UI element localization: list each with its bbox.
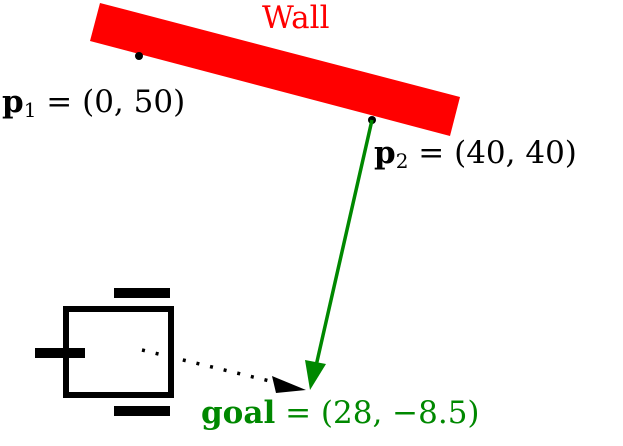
robot: [35, 288, 174, 416]
p1-value: = (0, 50): [36, 84, 186, 120]
goal-value: = (28, −8.5): [275, 395, 480, 431]
p1-symbol: p: [2, 84, 24, 120]
goal-symbol: goal: [201, 395, 276, 431]
robot-heading-dotted-line: [141, 348, 283, 386]
p2-symbol: p: [374, 135, 396, 171]
wall-label: Wall: [262, 0, 330, 36]
p1-label: p1 = (0, 50): [2, 84, 186, 122]
p1-point: [135, 52, 143, 60]
p2-value: = (40, 40): [408, 135, 577, 171]
robot-front-bar: [35, 348, 85, 358]
p1-subscript: 1: [23, 98, 37, 122]
robot-wheel-bottom: [114, 406, 170, 416]
wall-shape: [90, 3, 460, 136]
p2-subscript: 2: [395, 149, 409, 173]
green-arrowhead: [305, 360, 326, 390]
p2-label: p2 = (40, 40): [374, 135, 577, 173]
goal-label: goal = (28, −8.5): [201, 398, 480, 429]
wall-to-goal-arrow: [314, 119, 374, 367]
black-arrowhead: [272, 376, 306, 393]
robot-wheel-top: [114, 288, 170, 298]
